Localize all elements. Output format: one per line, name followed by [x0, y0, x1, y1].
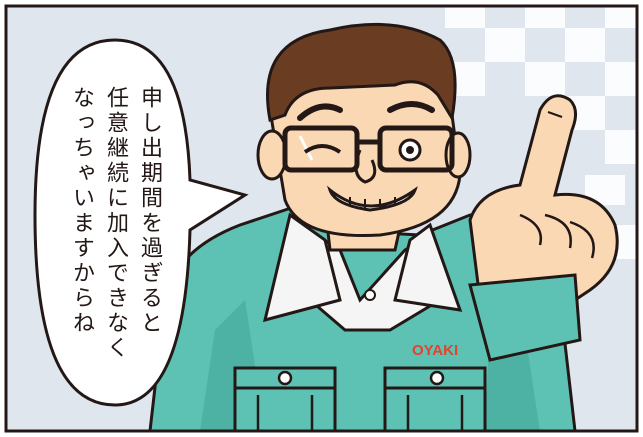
collar-left [262, 212, 342, 323]
collar-right [393, 222, 463, 312]
checker-pattern [445, 6, 637, 259]
ear-left [256, 129, 288, 181]
pocket-right [383, 366, 487, 433]
hair [266, 22, 457, 123]
pupil [406, 146, 414, 154]
eyebrow-left [297, 103, 343, 121]
shirt-button [364, 289, 376, 301]
pointing-hand-icon [468, 94, 619, 312]
pocket-left [233, 366, 337, 433]
speech-line-1: 申し出期間を過ぎると [137, 86, 162, 336]
panel-border [4, 4, 639, 433]
uniform-logo: OYAKI [412, 342, 458, 359]
teeth-lines [349, 197, 396, 208]
glasses-icon [282, 125, 455, 173]
nose [354, 149, 377, 184]
sleeve-right [468, 273, 582, 362]
speech-bubble [33, 38, 249, 407]
eyebrow-right [387, 101, 435, 113]
speech-line-3: なっちゃいますからね [69, 86, 94, 336]
wink-eye [303, 144, 342, 154]
speech-line-2: 任意継続に加入できなく [103, 86, 128, 361]
